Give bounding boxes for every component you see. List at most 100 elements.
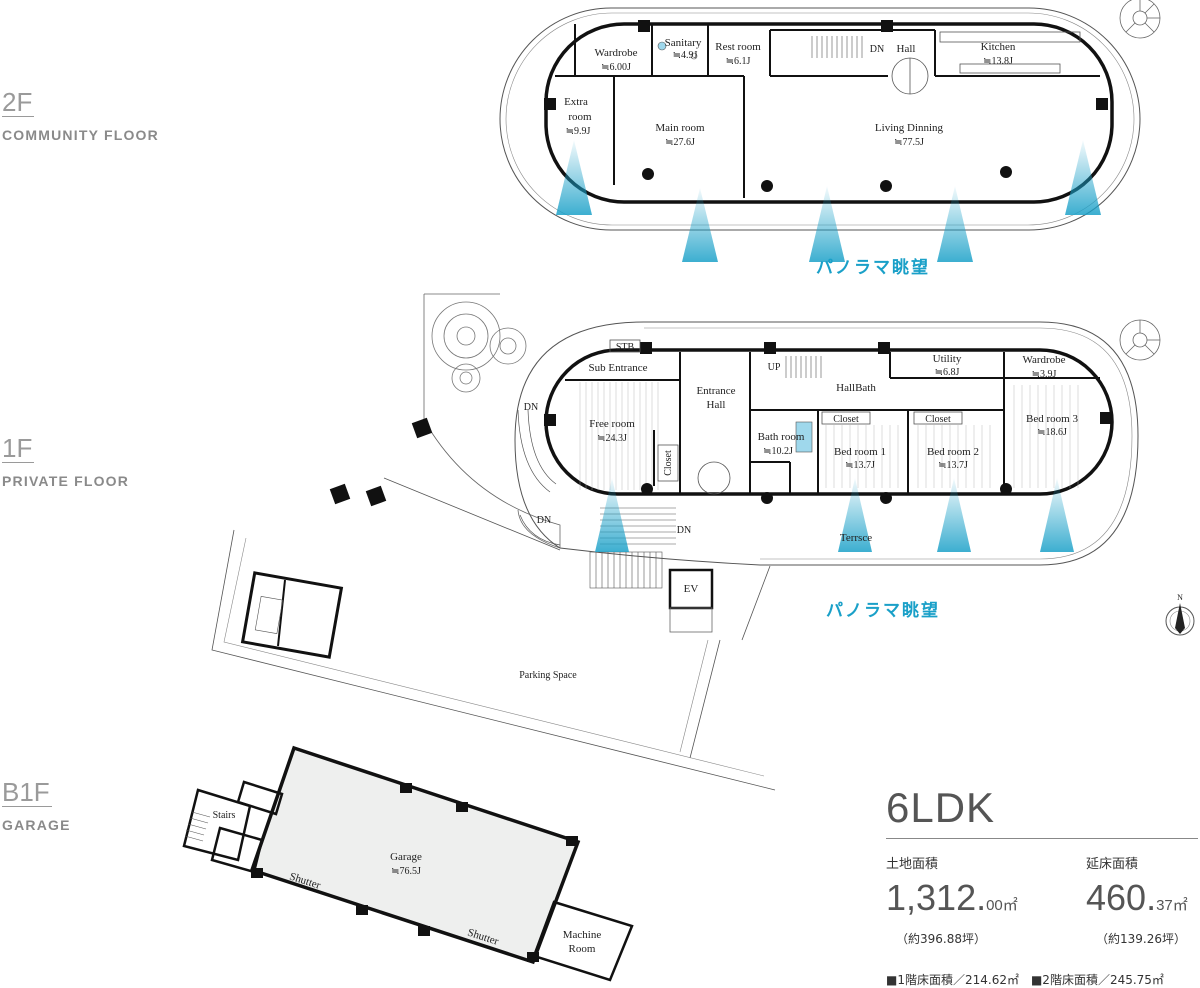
panorama-beams-1f bbox=[595, 478, 1074, 552]
floor-area-unit: ㎡ bbox=[1172, 897, 1188, 914]
site-outline-1f bbox=[423, 293, 561, 549]
floor-hatch-bedrooms bbox=[825, 385, 1079, 488]
area-figures: 土地面積 1,312.00㎡ （約396.88坪） 延床面積 460.37㎡ （… bbox=[886, 853, 1198, 947]
room-size-garage: ≒76.5J bbox=[391, 866, 421, 877]
room-label-bath: Bath room bbox=[758, 431, 805, 443]
floor-code: 2F bbox=[2, 87, 35, 117]
garage-stairs-block bbox=[182, 780, 284, 874]
floor-label-1f: 1F PRIVATE FLOOR bbox=[2, 434, 129, 489]
room-label-sanitary: Sanitary bbox=[665, 37, 702, 49]
room-label-utility: Utility bbox=[933, 353, 962, 365]
room-label-extra-1: Extra bbox=[564, 96, 588, 108]
floor-area-number: 460. bbox=[1086, 877, 1157, 918]
room-size-extra: ≒9.9J bbox=[566, 126, 591, 137]
machine-room-outline bbox=[532, 900, 634, 982]
layout-type: 6LDK bbox=[886, 784, 1198, 839]
room-size-sanitary: ≒4.9J bbox=[673, 50, 698, 61]
floor-code: B1F bbox=[2, 777, 52, 807]
room-label-bed2: Bed room 2 bbox=[927, 446, 979, 458]
room-label-machine-2: Room bbox=[569, 943, 596, 955]
room-label-wardrobe-1f: Wardrobe bbox=[1022, 354, 1065, 366]
room-label-hall-2f: Hall bbox=[897, 43, 916, 55]
room-size-main: ≒27.6J bbox=[665, 137, 695, 148]
garage-stair-house bbox=[240, 571, 344, 659]
room-label-entrance-1: Entrance bbox=[696, 385, 735, 397]
plan-2f: Wardrobe ≒6.00J Sanitary ≒4.9J Rest room… bbox=[499, 0, 1161, 262]
stairs-2f bbox=[811, 36, 863, 58]
room-label-terrace: Terrsce bbox=[840, 532, 872, 544]
room-label-kitchen: Kitchen bbox=[981, 41, 1016, 53]
parking-outline bbox=[211, 477, 776, 791]
room-label-extra-2: room bbox=[568, 111, 592, 123]
room-label-closet-free: Closet bbox=[663, 450, 674, 476]
room-size-rest: ≒6.1J bbox=[726, 56, 751, 67]
room-label-main: Main room bbox=[655, 122, 705, 134]
second-floor-area: ■2階床面積／245.75㎡ bbox=[1030, 973, 1164, 987]
interior-walls-1f bbox=[565, 352, 1100, 494]
room-label-ev: EV bbox=[684, 583, 699, 595]
hall-door bbox=[891, 57, 929, 95]
plan-b1f: Stairs Garage ≒76.5J Shutter Shutter Mac… bbox=[182, 745, 634, 982]
compass-north: N bbox=[1177, 593, 1183, 602]
room-label-closet-bed1: Closet bbox=[833, 414, 859, 425]
land-area: 土地面積 1,312.00㎡ （約396.88坪） bbox=[886, 853, 1086, 947]
floor-label-2f: 2F COMMUNITY FLOOR bbox=[2, 88, 159, 143]
room-size-free: ≒24.3J bbox=[597, 433, 627, 444]
spiral-stair-2f bbox=[1119, 0, 1161, 39]
land-area-label: 土地面積 bbox=[886, 857, 939, 872]
room-label-stairs: Stairs bbox=[213, 810, 236, 821]
stairs-1f bbox=[785, 356, 822, 378]
kitchen-counter bbox=[939, 31, 1081, 43]
stair-label-up: UP bbox=[768, 362, 781, 373]
room-size-wardrobe-2f: ≒6.00J bbox=[601, 62, 631, 73]
room-size-wardrobe-1f: ≒3.9J bbox=[1032, 369, 1057, 380]
room-label-rest: Rest room bbox=[715, 41, 761, 53]
closet-box-bed1 bbox=[821, 411, 871, 425]
area-label-parking: Parking Space bbox=[519, 670, 577, 681]
stb-box bbox=[609, 339, 641, 353]
garden-trees bbox=[431, 301, 527, 393]
bathtub bbox=[795, 421, 813, 453]
land-area-number: 1,312. bbox=[886, 877, 987, 918]
plan-1f: STB Sub Entrance Entrance Hall UP HallBa… bbox=[211, 293, 1161, 791]
room-label-entrance-2: Hall bbox=[707, 399, 726, 411]
panorama-caption-2f: パノラマ眺望 bbox=[816, 258, 930, 278]
room-label-closet-bed2: Closet bbox=[925, 414, 951, 425]
garage-stair-steps bbox=[184, 811, 211, 842]
stair-label-dn-2: DN bbox=[537, 515, 551, 526]
land-area-unit: ㎡ bbox=[1002, 897, 1018, 914]
room-label-free: Free room bbox=[589, 418, 635, 430]
floor-area-tsubo: （約139.26坪） bbox=[1096, 932, 1186, 946]
columns-2f bbox=[544, 20, 1108, 192]
room-label-bed1: Bed room 1 bbox=[834, 446, 886, 458]
room-label-stb: STB bbox=[616, 342, 635, 353]
floor-name: COMMUNITY FLOOR bbox=[2, 127, 159, 143]
columns-1f bbox=[544, 342, 1112, 504]
closet-box-free bbox=[657, 444, 679, 482]
stair-label-dn-1: DN bbox=[524, 402, 538, 413]
stair-label-dn-3: DN bbox=[677, 525, 691, 536]
garage-columns bbox=[251, 783, 578, 962]
floor-code: 1F bbox=[2, 433, 35, 463]
curved-stair-1f bbox=[517, 409, 561, 546]
panorama-caption-1f: パノラマ眺望 bbox=[826, 601, 940, 621]
spiral-stair-1f bbox=[1119, 319, 1161, 361]
interior-walls-2f bbox=[555, 24, 1100, 198]
land-area-tsubo: （約396.88坪） bbox=[896, 932, 986, 946]
floor-area-value: 460.37㎡ bbox=[1086, 878, 1198, 926]
floor-name: GARAGE bbox=[2, 817, 71, 833]
kitchen-counter-low bbox=[959, 63, 1061, 74]
closet-box-bed2 bbox=[913, 411, 963, 425]
land-area-decimal: 00 bbox=[986, 897, 1003, 914]
sink-icon bbox=[657, 41, 667, 51]
land-area-value: 1,312.00㎡ bbox=[886, 878, 1086, 926]
elevator-hall bbox=[669, 607, 713, 633]
toilet-icon bbox=[690, 52, 698, 60]
floor-name: PRIVATE FLOOR bbox=[2, 473, 130, 489]
panorama-beams-2f bbox=[556, 140, 1101, 262]
terrace-outline-1f bbox=[514, 321, 1139, 566]
floor-area: 延床面積 460.37㎡ （約139.26坪） bbox=[1086, 853, 1198, 947]
room-size-bed1: ≒13.7J bbox=[845, 460, 875, 471]
room-label-machine-1: Machine bbox=[563, 929, 602, 941]
